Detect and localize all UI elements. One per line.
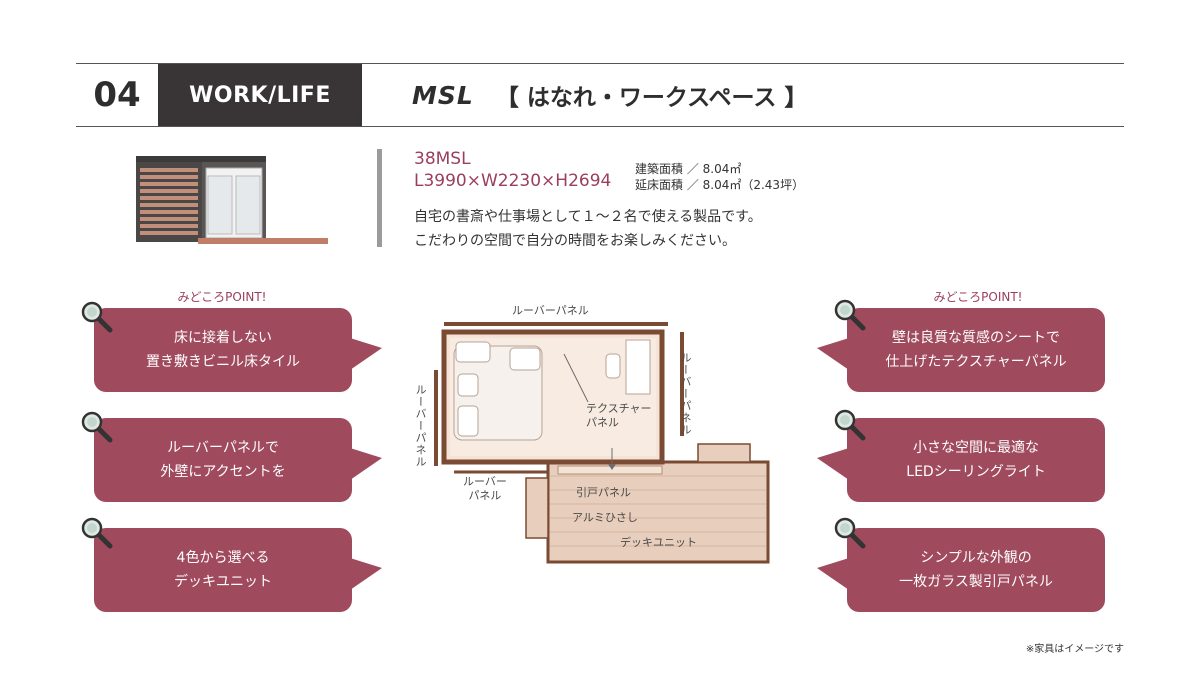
point-text: シンプルな外観の: [920, 550, 1032, 566]
point-text: LEDシーリングライト: [906, 464, 1046, 480]
point-text: 床に接着しない: [174, 330, 272, 346]
point-left-1: 床に接着しない 置き敷きビニル床タイル: [94, 308, 382, 392]
product-dimensions: L3990×W2230×H2694: [414, 171, 612, 191]
point-text: 仕上げたテクスチャーパネル: [885, 354, 1067, 370]
section-number: 04: [93, 75, 141, 115]
description-line-1: 自宅の書斎や仕事場として１〜２名で使える製品です。: [414, 209, 762, 225]
label-louver-top: ルーバーパネル: [512, 304, 589, 317]
point-text: 外壁にアクセントを: [160, 464, 286, 480]
spec-divider: [377, 149, 382, 247]
header-rule: [76, 126, 1124, 127]
label-louver-bottom: ルーバー パネル: [463, 475, 507, 503]
magnifier-icon: [834, 517, 866, 549]
right-points-title: みどころPOINT!: [933, 290, 1023, 304]
point-right-3: シンプルな外観の 一枚ガラス製引戸パネル: [817, 528, 1105, 612]
label-line: パネル: [586, 416, 619, 429]
point-right-2: 小さな空間に最適な LEDシーリングライト: [817, 418, 1105, 502]
point-right-1: 壁は良質な質感のシートで 仕上げたテクスチャーパネル: [817, 308, 1105, 392]
label-line: テクスチャー: [586, 402, 652, 415]
model-subtitle: 【 はなれ・ワークスペース 】: [495, 85, 808, 111]
top-rule: [76, 63, 1124, 64]
point-left-3: 4色から選べる デッキユニット: [94, 528, 382, 612]
label-line: ルーバー: [463, 475, 507, 488]
model-name: MSL: [412, 80, 474, 110]
page-title: MSL 【 はなれ・ワークスペース 】: [412, 78, 807, 112]
point-text: 小さな空間に最適な: [913, 440, 1039, 456]
product-illustration: [136, 156, 328, 244]
point-text: 4色から選べる: [176, 550, 270, 566]
point-text: デッキユニット: [174, 574, 272, 590]
furniture-note: ※家具はイメージです: [1025, 644, 1124, 655]
description-line-2: こだわりの空間で自分の時間をお楽しみください。: [414, 233, 736, 249]
label-deck: デッキユニット: [620, 536, 697, 549]
floor-plan: [434, 322, 770, 564]
left-points-title: みどころPOINT!: [177, 290, 267, 304]
magnifier-icon: [834, 409, 866, 441]
point-text: 一枚ガラス製引戸パネル: [899, 574, 1053, 590]
magnifier-icon: [81, 301, 113, 333]
magnifier-icon: [81, 517, 113, 549]
label-sliding-door: 引戸パネル: [576, 486, 631, 499]
floor-area: 延床面積 ／ 8.04㎡（2.43坪）: [635, 178, 805, 192]
label-louver-left: ルーバーパネル: [414, 384, 427, 468]
point-left-2: ルーバーパネルで 外壁にアクセントを: [94, 418, 382, 502]
product-code: 38MSL: [414, 149, 471, 169]
category-label: WORK/LIFE: [158, 64, 362, 126]
label-texture-panel: テクスチャー パネル: [586, 402, 652, 430]
label-louver-right: ルーバーパネル: [679, 352, 692, 436]
label-eave: アルミひさし: [572, 511, 638, 524]
point-text: 壁は良質な質感のシートで: [892, 330, 1060, 346]
building-area: 建築面積 ／ 8.04㎡: [635, 162, 742, 176]
magnifier-icon: [834, 299, 866, 331]
point-text: ルーバーパネルで: [167, 440, 279, 456]
label-line: パネル: [468, 489, 502, 502]
magnifier-icon: [81, 411, 113, 443]
point-text: 置き敷きビニル床タイル: [146, 354, 300, 370]
